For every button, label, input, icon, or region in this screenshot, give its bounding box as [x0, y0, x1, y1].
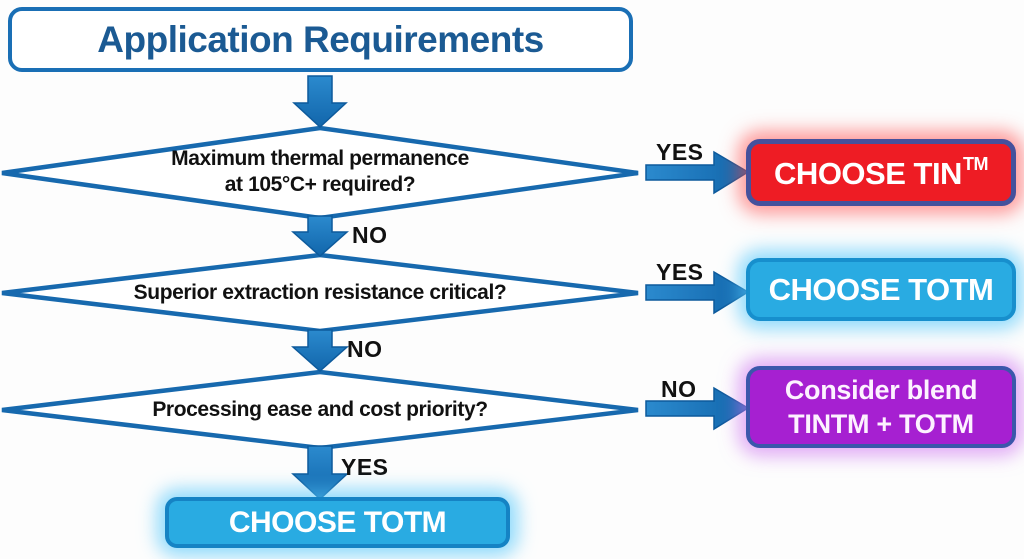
question-2: Superior extraction resistance critical?: [60, 280, 580, 306]
decision-diamond-1: [1, 125, 639, 221]
branch-label-yes-3: YES: [341, 454, 389, 480]
result-final-choose-totm: CHOOSE TOTM: [165, 497, 510, 548]
branch-label-no-3: NO: [661, 376, 697, 402]
decision-diamond-2: [1, 252, 639, 334]
question-1: Maximum thermal permanence at 105°C+ req…: [60, 146, 580, 198]
result-blend-line2: TINTM + TOTM: [788, 409, 974, 439]
result-choose-tin: CHOOSE TINTM: [746, 139, 1016, 206]
arrow-right-icon-1: [645, 150, 750, 195]
decision-diamond-3: [1, 369, 639, 451]
question-1-line1: Maximum thermal permanence: [171, 147, 469, 170]
arrow-down-icon-3: [291, 329, 349, 373]
trademark-superscript: TM: [962, 153, 989, 174]
question-2-line1: Superior extraction resistance critical?: [133, 281, 507, 304]
result-choose-tin-label: CHOOSE TINTM: [774, 153, 989, 191]
result-choose-totm: CHOOSE TOTM: [746, 258, 1016, 321]
result-blend-line1: Consider blend: [784, 375, 978, 405]
question-1-line2: at 105°C+ required?: [224, 173, 416, 196]
question-3-line1: Processing ease and cost priority?: [152, 398, 488, 421]
title-box: Application Requirements: [8, 7, 633, 72]
arrow-down-icon-2: [291, 215, 349, 258]
arrow-down-icon-1: [292, 75, 348, 129]
result-consider-blend: Consider blend TINTM + TOTM: [746, 366, 1016, 448]
result-final-label: CHOOSE TOTM: [228, 505, 447, 539]
branch-label-no-1: NO: [352, 222, 388, 248]
arrow-right-icon-2: [645, 270, 750, 315]
arrow-right-icon-3: [645, 386, 750, 431]
result-choose-totm-label: CHOOSE TOTM: [768, 271, 994, 307]
question-3: Processing ease and cost priority?: [60, 397, 580, 423]
arrow-down-icon-4: [291, 445, 349, 501]
page-title: Application Requirements: [97, 18, 544, 60]
branch-label-no-2: NO: [347, 336, 383, 362]
branch-label-yes-2: YES: [656, 259, 704, 285]
branch-label-yes-1: YES: [656, 139, 704, 165]
